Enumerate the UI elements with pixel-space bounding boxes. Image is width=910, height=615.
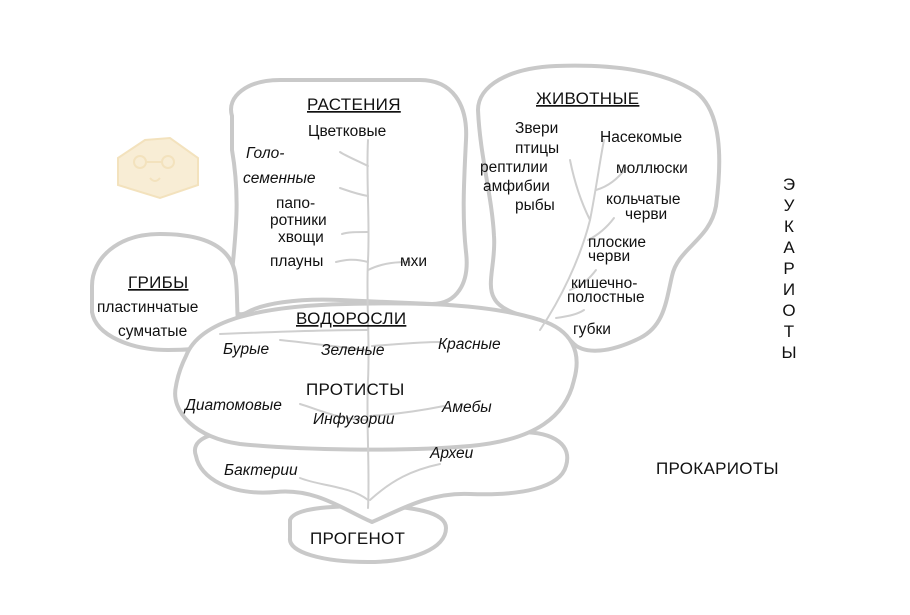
animals-item-flatworms-1: плоские (588, 234, 646, 251)
protists-title: ПРОТИСТЫ (306, 380, 405, 399)
animals-item-cnidarians-2: полостные (567, 289, 645, 306)
fungi-item-agarics: пластинчатые (97, 299, 198, 316)
animals-item-cnidarians-1: кишечно- (571, 275, 637, 292)
animals-region-outline (476, 63, 722, 353)
plants-item-flowering: Цветковые (308, 123, 386, 140)
animals-item-insects: Насекомые (600, 129, 682, 146)
animals-item-molluscs: моллюски (616, 160, 688, 177)
animals-item-mammals: Звери (515, 120, 558, 137)
animals-item-amphibians: амфибии (483, 178, 550, 195)
plants-title: РАСТЕНИЯ (307, 95, 401, 114)
prokaryotes-label: ПРОКАРИОТЫ (656, 459, 779, 478)
bear-icon (117, 136, 199, 200)
protists-item-ciliates: Инфузории (313, 411, 395, 428)
plants-item-clubmosses: плауны (270, 253, 323, 270)
animals-item-reptiles: рептилии (480, 159, 548, 176)
algae-protists-region-outline (173, 301, 579, 452)
algae-title: ВОДОРОСЛИ (296, 309, 406, 328)
animals-item-annelids-2: черви (625, 206, 667, 223)
fungi-title: ГРИБЫ (128, 273, 188, 292)
prokaryotes-item-bacteria: Бактерии (224, 462, 298, 479)
animals-item-flatworms-2: черви (588, 248, 630, 265)
protists-item-diatoms: Диатомовые (183, 397, 282, 414)
plants-item-gymnosperms-2: семенные (243, 170, 316, 187)
plants-region-outline (228, 78, 469, 317)
plants-item-gymnosperms-1: Голо- (246, 145, 284, 162)
fungi-item-ascomycetes: сумчатые (118, 323, 187, 340)
plants-item-mosses: мхи (400, 253, 427, 270)
fungi-region-outline (90, 232, 242, 352)
animals-title: ЖИВОТНЫЕ (536, 89, 639, 108)
plants-item-horsetails: хвощи (278, 229, 324, 246)
animals-item-birds: птицы (515, 140, 559, 157)
prokaryotes-item-archaea: Археи (429, 445, 474, 462)
plants-item-ferns-2: ротники (270, 212, 327, 229)
animals-item-annelids-1: кольчатые (606, 191, 681, 208)
protists-item-amoebae: Амебы (441, 399, 492, 416)
animals-item-fish: рыбы (515, 197, 555, 214)
progenote-label: ПРОГЕНОТ (310, 529, 405, 548)
animals-item-sponges: губки (573, 321, 611, 338)
plants-item-ferns-1: папо- (276, 195, 315, 212)
algae-item-brown: Бурые (223, 341, 270, 358)
algae-item-green: Зеленые (321, 342, 385, 359)
algae-item-red: Красные (438, 336, 501, 353)
tree-branches (219, 139, 627, 509)
